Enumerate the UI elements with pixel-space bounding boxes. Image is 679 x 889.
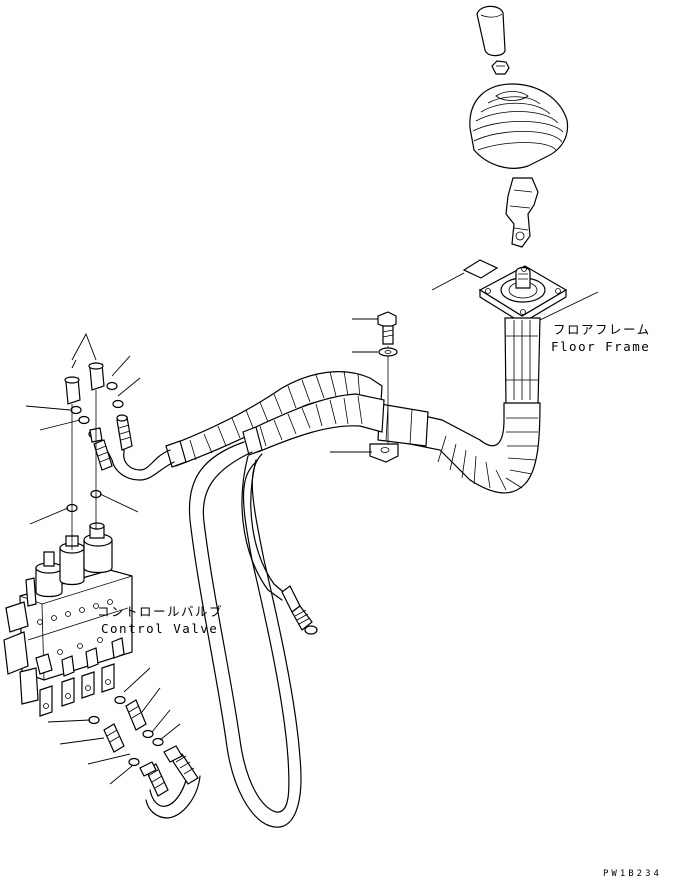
valve-cap-3 [83, 522, 113, 574]
pilot-valve [478, 265, 599, 324]
lever-boot [469, 83, 569, 169]
valve-cap-1 [25, 551, 63, 607]
control-valve-label-jp: コントロールバルブ [97, 604, 224, 619]
elbow-fittings [64, 332, 105, 405]
floor-frame-label-en: Floor Frame [551, 339, 651, 354]
hose-mid [241, 455, 318, 635]
leader-lines [25, 355, 181, 785]
hose-lower-wrapped [242, 393, 385, 456]
washer [352, 347, 398, 357]
lower-fittings [103, 699, 147, 753]
o-rings [66, 381, 164, 767]
control-valve-label-en: Control Valve [101, 621, 219, 636]
lever-nut [491, 60, 510, 75]
bolt [352, 311, 397, 444]
control-valve [3, 569, 133, 717]
hose-bundle-main [377, 402, 541, 494]
lever-knob [476, 5, 506, 57]
lever-shaft [505, 177, 539, 248]
floor-frame-label-jp: フロアフレーム [553, 322, 651, 337]
hose-to-valve-top [88, 414, 175, 481]
alignment-lines [71, 390, 97, 550]
hose-to-valve-bottom [139, 745, 201, 819]
drawing-code: PW1B234 [603, 869, 662, 879]
clamp [330, 443, 399, 463]
pilot-hose-bundle-vertical [504, 317, 541, 406]
plate [431, 259, 499, 291]
